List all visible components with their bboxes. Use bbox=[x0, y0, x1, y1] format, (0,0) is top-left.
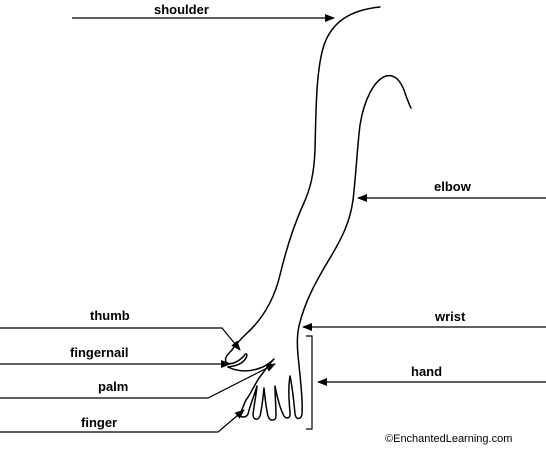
arm-outline-outer bbox=[231, 6, 381, 351]
copyright-credit: ©EnchantedLearning.com bbox=[385, 433, 513, 445]
hand-outline bbox=[227, 325, 303, 421]
label-hand: hand bbox=[411, 364, 443, 379]
arm-outline-inner bbox=[298, 74, 412, 327]
label-wrist: wrist bbox=[435, 309, 466, 324]
hand-bracket bbox=[306, 335, 313, 430]
palm-pointer bbox=[0, 363, 276, 399]
finger-pointer bbox=[0, 409, 245, 433]
label-shoulder: shoulder bbox=[154, 2, 209, 17]
label-elbow: elbow bbox=[434, 179, 471, 194]
label-palm: palm bbox=[98, 379, 129, 394]
thumb-pointer bbox=[0, 327, 241, 351]
label-fingernail: fingernail bbox=[70, 345, 129, 360]
thumb-outline bbox=[224, 349, 248, 368]
label-finger: finger bbox=[81, 415, 118, 430]
label-thumb: thumb bbox=[90, 308, 130, 323]
